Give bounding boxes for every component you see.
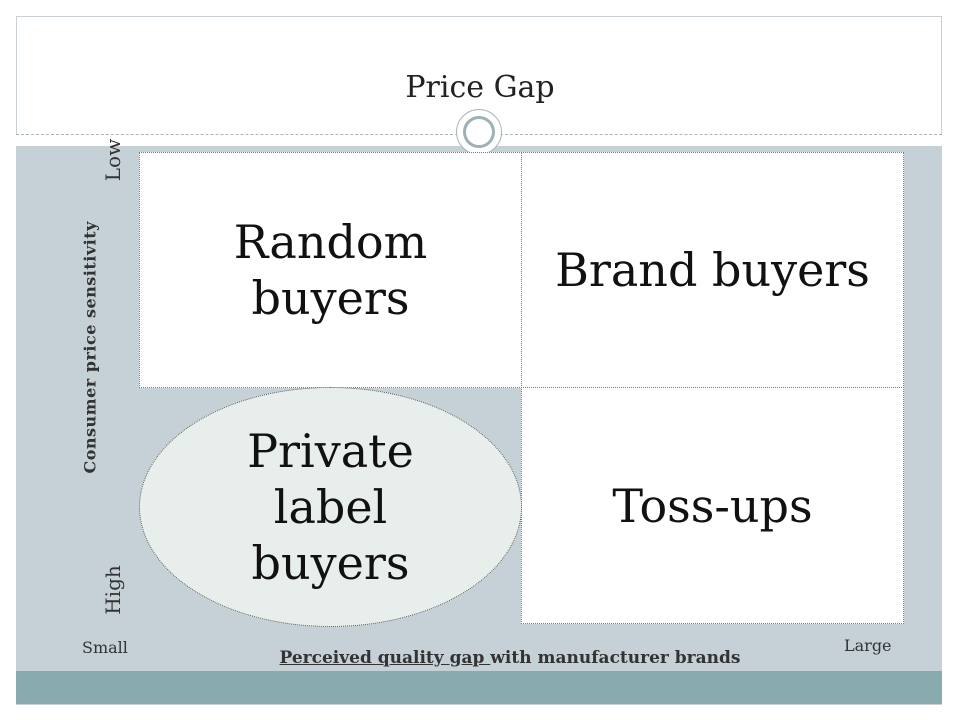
- y-axis-label: Consumer price sensitivity: [80, 221, 100, 474]
- quadrant-private-label-buyers: Private label buyers: [139, 387, 522, 627]
- footer-band: [16, 671, 942, 704]
- x-axis-small-label: Small: [82, 638, 128, 657]
- quadrant-brand-buyers: Brand buyers: [521, 152, 904, 388]
- x-axis-large-label: Large: [844, 636, 892, 655]
- quadrant-label: Brand buyers: [555, 243, 870, 297]
- quadrant-random-buyers: Random buyers: [139, 152, 522, 388]
- quadrant-toss-ups: Toss-ups: [521, 387, 904, 624]
- y-axis-high-label: High: [101, 565, 125, 615]
- x-axis-label-rest: with manufacturer brands: [490, 648, 741, 668]
- bottom-edge: [16, 704, 942, 705]
- quadrant-label: Toss-ups: [612, 478, 813, 533]
- x-axis-label-underlined: Perceived quality gap: [279, 648, 491, 668]
- y-axis-low-label: Low: [101, 138, 125, 182]
- x-axis-label: Perceived quality gap with manufacturer …: [200, 648, 820, 668]
- quadrant-label: Random buyers: [233, 215, 428, 325]
- quadrant-label: Private label buyers: [247, 424, 414, 590]
- ring-icon: [456, 109, 502, 155]
- diagram-title: Price Gap: [405, 70, 555, 105]
